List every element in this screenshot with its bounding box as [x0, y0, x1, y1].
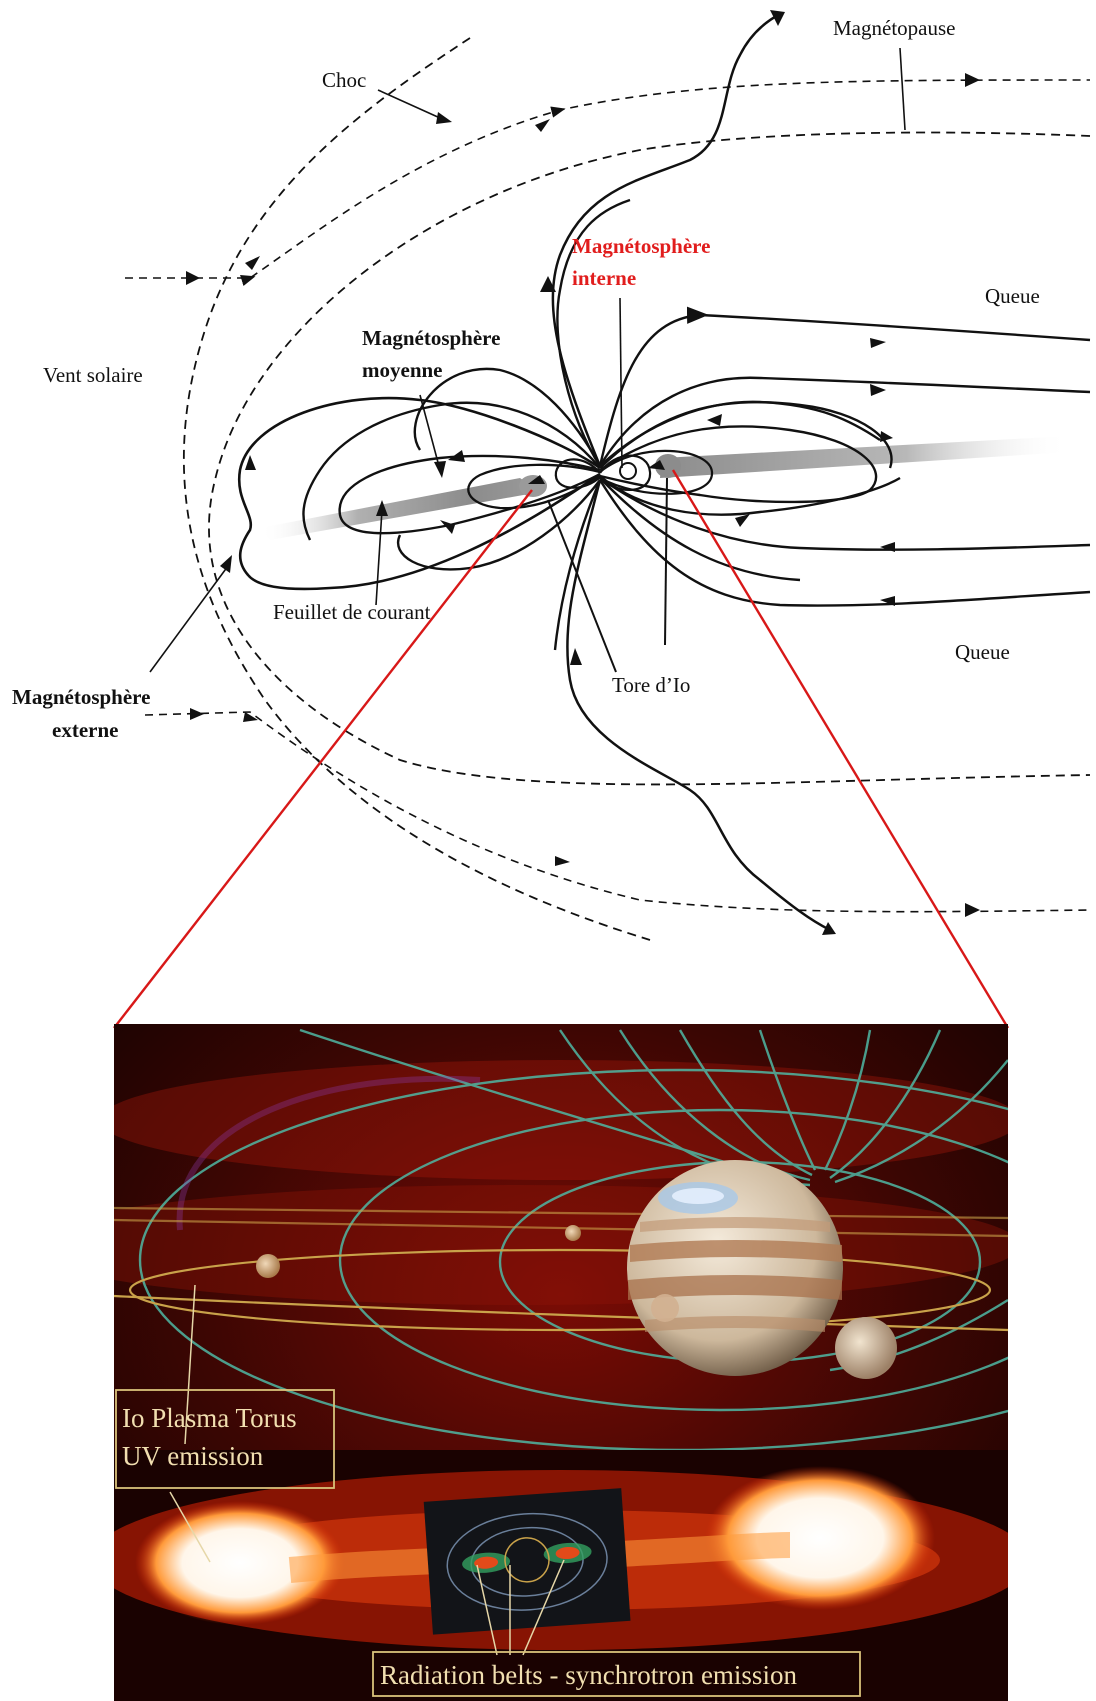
label-solar-wind: Vent solaire	[43, 363, 143, 387]
zoom-lines	[113, 469, 1010, 1029]
dipole-loop-right-2	[599, 449, 714, 495]
jupiter-planet	[627, 1160, 843, 1376]
label-middle-1: Magnétosphère	[362, 326, 500, 350]
tail-line-6	[599, 477, 801, 582]
open-field-line-south	[566, 479, 831, 932]
leader-middle	[419, 394, 441, 471]
tail-line-2	[598, 376, 1091, 467]
tail-line-7	[599, 475, 901, 516]
tail-line-3	[599, 400, 881, 467]
left-field-line-1	[556, 198, 631, 467]
leader-sheet	[375, 509, 383, 606]
uv-blob-left	[135, 1501, 345, 1625]
caption-io-plasma-line2: UV emission	[122, 1441, 264, 1471]
current-sheet-left	[260, 478, 540, 540]
tail-line-1	[598, 306, 1091, 467]
leader-inner	[619, 297, 623, 469]
leader-magnetopause	[899, 47, 906, 131]
left-field-line-2	[413, 367, 602, 467]
caption-leaders	[169, 1284, 565, 1656]
label-tail-upper: Queue	[985, 284, 1040, 308]
label-inner-1: Magnétosphère	[572, 234, 710, 258]
label-middle-2: moyenne	[362, 358, 443, 382]
outer-field-envelope	[237, 396, 601, 591]
moon-edge	[651, 1294, 679, 1322]
caption-radiation-belts: Radiation belts - synchrotron emission	[372, 1651, 861, 1697]
leader-torus-left	[547, 499, 617, 673]
caption-radiation-belts-text: Radiation belts - synchrotron emission	[380, 1660, 797, 1690]
label-current-sheet: Feuillet de courant	[273, 600, 431, 624]
label-shock: Choc	[322, 68, 366, 92]
label-io-torus: Tore d’Io	[612, 673, 690, 697]
label-tail-lower: Queue	[955, 640, 1010, 664]
left-field-line-4	[553, 479, 602, 651]
label-inner-2: interne	[572, 266, 636, 290]
dipole-loop-left	[554, 458, 601, 489]
schematic-labels: Magnétopause Choc Magnétosphère interne …	[12, 16, 1040, 742]
leader-outer	[149, 565, 229, 673]
label-magnetopause: Magnétopause	[833, 16, 955, 40]
tail-line-5	[598, 479, 1091, 607]
magnetopause-line	[208, 131, 1091, 786]
leader-shock	[377, 89, 441, 119]
synchrotron-inset	[423, 1488, 631, 1635]
caption-io-plasma-line1: Io Plasma Torus	[122, 1403, 297, 1433]
leader-torus-right	[664, 477, 668, 646]
caption-io-plasma: Io Plasma Torus UV emission	[115, 1389, 335, 1489]
io-torus-illustration	[114, 1024, 1008, 1701]
moon-io	[256, 1254, 280, 1278]
moon-small	[565, 1225, 581, 1241]
solar-wind-flow-top	[125, 79, 1091, 287]
jupiter-dot	[619, 462, 637, 480]
schematic	[125, 10, 1091, 941]
outer-left-line	[302, 401, 601, 541]
moon-europa	[835, 1317, 897, 1379]
open-field-line-north	[551, 12, 781, 467]
uv-blob-right	[705, 1466, 935, 1610]
current-sheet-left-end	[519, 475, 547, 497]
tail-line-4	[599, 477, 1091, 551]
label-outer-2: externe	[52, 718, 118, 742]
label-outer-1: Magnétosphère	[12, 685, 150, 709]
solar-wind-flow-bottom	[144, 711, 1091, 913]
inner-field-loop-left	[467, 463, 601, 510]
